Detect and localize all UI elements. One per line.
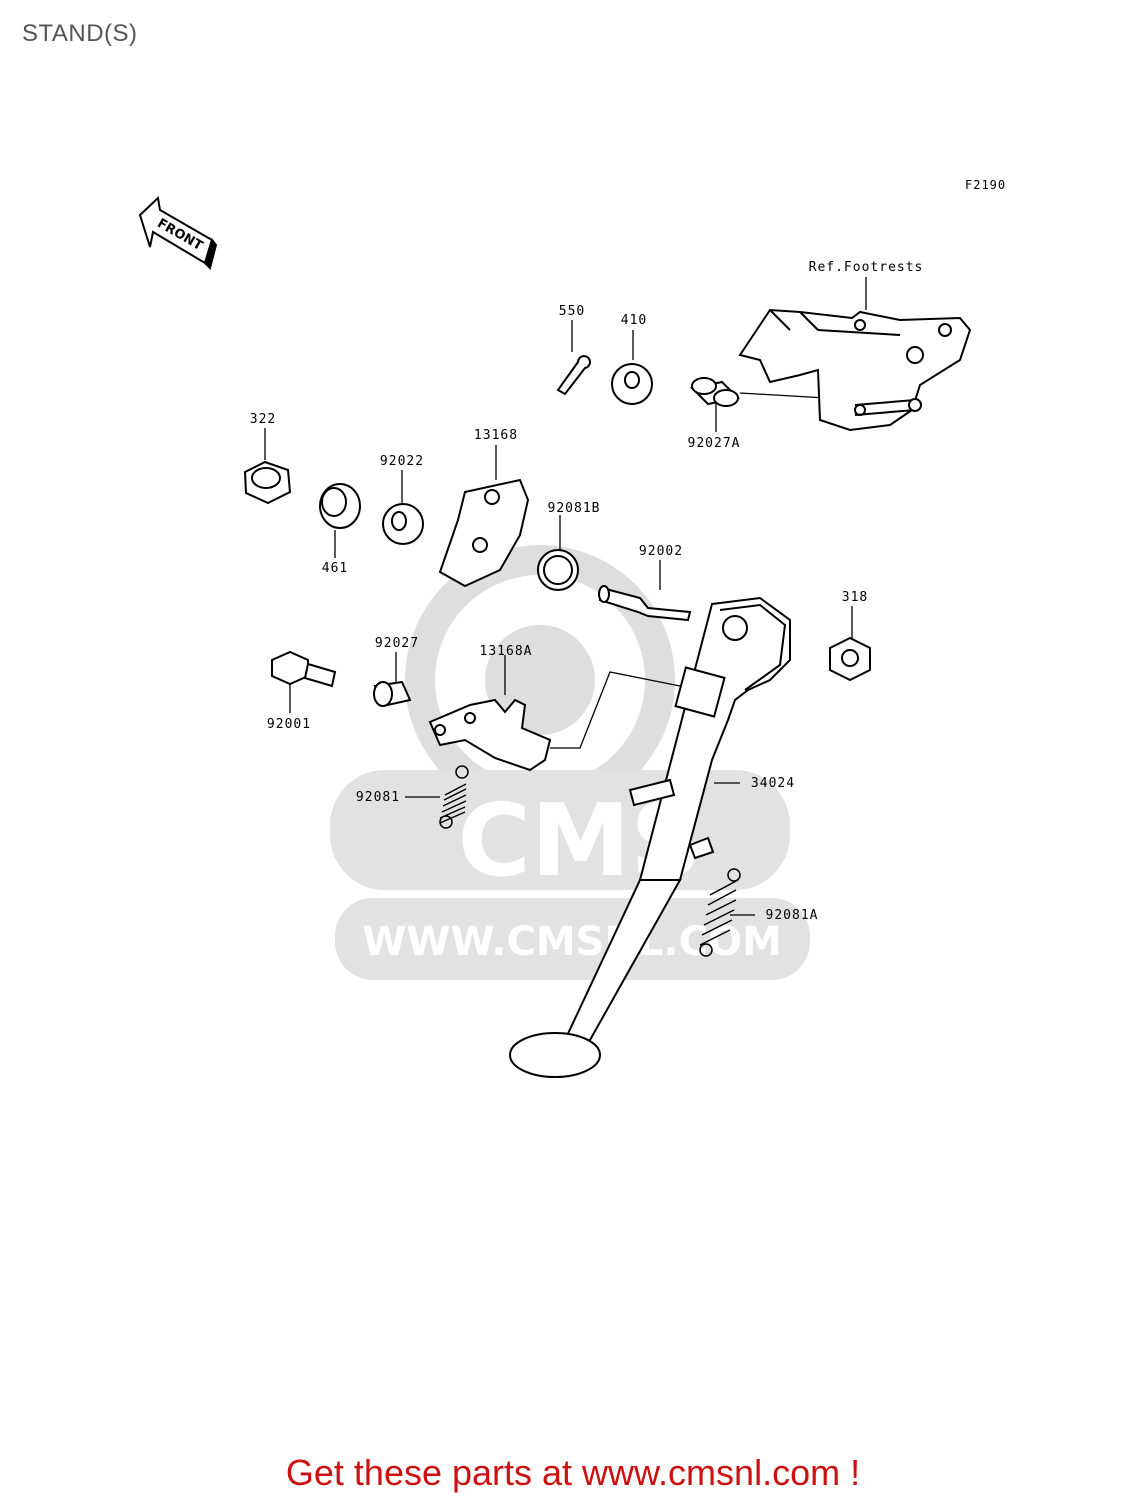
part-550-cotter-pin (556, 355, 591, 396)
label-ref-footrests: Ref.Footrests (809, 260, 924, 275)
part-92027-collar (373, 680, 412, 708)
watermark-url: WWW.CMSNL.COM (362, 919, 782, 965)
label-410: 410 (621, 313, 647, 328)
label-13168: 13168 (474, 428, 518, 443)
front-arrow-icon: FRONT (138, 195, 218, 270)
label-550: 550 (559, 304, 585, 319)
label-92081: 92081 (356, 790, 400, 805)
label-322: 322 (250, 412, 276, 427)
label-318: 318 (842, 590, 868, 605)
part-92081-spring (439, 765, 469, 829)
leader-lines (264, 277, 867, 916)
label-13168A: 13168A (480, 644, 533, 659)
figure-code: F2190 (965, 178, 1007, 192)
part-92027A-collar (689, 377, 741, 407)
part-92002-stud (598, 585, 692, 622)
label-92027: 92027 (375, 636, 419, 651)
part-34024-side-stand (509, 596, 791, 1078)
part-92081A-spring (699, 868, 741, 957)
label-92081A: 92081A (766, 908, 819, 923)
part-92081B-spring (537, 549, 579, 591)
part-92001-bolt (271, 650, 337, 688)
part-318-nut (829, 636, 871, 682)
parts-diagram: CMS WWW.CMSNL.COM FRONT (138, 195, 972, 1078)
page-title: STAND(S) (22, 20, 138, 47)
footrest-bracket (738, 308, 972, 432)
label-34024: 34024 (751, 776, 795, 791)
label-92022: 92022 (380, 454, 424, 469)
part-410-washer (611, 363, 653, 405)
label-461: 461 (322, 561, 348, 576)
label-92001: 92001 (267, 717, 311, 732)
part-92022-washer (382, 503, 424, 545)
label-92002: 92002 (639, 544, 683, 559)
part-13168-bracket (438, 478, 530, 588)
label-92081B: 92081B (548, 501, 601, 516)
get-parts-link[interactable]: Get these parts at www.cmsnl.com ! (285, 1452, 861, 1493)
label-92027A: 92027A (688, 436, 741, 451)
part-labels: Ref.Footrests 550 410 92027A 322 461 920… (250, 260, 924, 923)
part-322-cap-nut (243, 460, 292, 505)
part-13168A-plate (428, 698, 552, 772)
part-461-spacer (319, 483, 361, 529)
